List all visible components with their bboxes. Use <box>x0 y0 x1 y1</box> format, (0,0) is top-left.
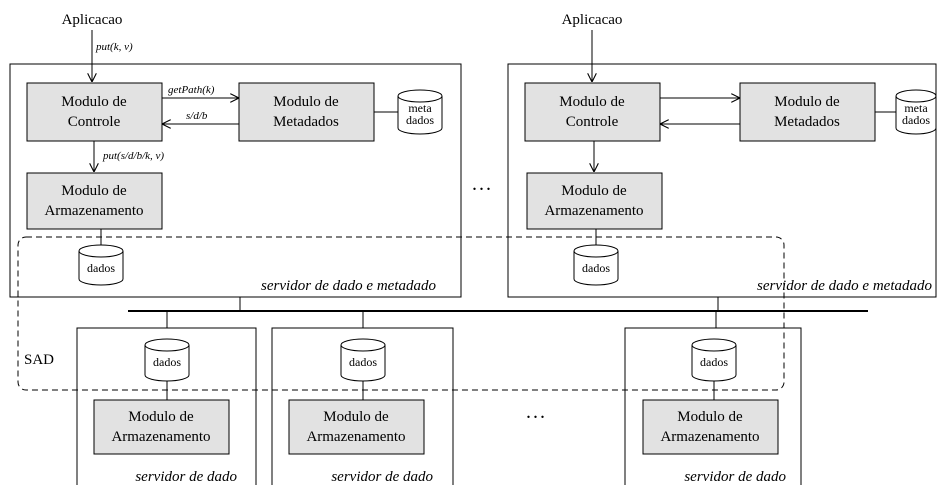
control-module <box>26 82 163 142</box>
metadata-module <box>238 82 375 142</box>
control-module-line1: Modulo de <box>61 94 127 110</box>
storage-module <box>26 172 163 230</box>
getpath-label: getPath(k) <box>168 84 215 96</box>
metadata-module <box>739 82 876 142</box>
storage-module <box>526 172 663 230</box>
server-label: servidor de dado <box>684 469 786 485</box>
metadata-module-line1: Modulo de <box>774 94 840 110</box>
data-database: dados <box>691 338 737 382</box>
data-database: dados <box>573 244 619 286</box>
server-label: servidor de dado e metadado <box>261 278 436 294</box>
data-db-label: dados <box>582 261 610 275</box>
storage-module-line1: Modulo de <box>61 183 127 199</box>
server-frame <box>9 63 462 298</box>
storage-module-line1: Modulo de <box>677 409 743 425</box>
control-module-line2: Controle <box>68 114 121 130</box>
control-module-line2: Controle <box>566 114 619 130</box>
control-module <box>524 82 661 142</box>
server-frame <box>76 327 257 485</box>
storage-module-line2: Armazenamento <box>111 429 210 445</box>
storage-module-line1: Modulo de <box>128 409 194 425</box>
reply-label: s/d/b <box>186 110 208 122</box>
sad-label: SAD <box>24 352 54 368</box>
storage-module-line2: Armazenamento <box>306 429 405 445</box>
data-server-2: dados Modulo de Armazenamento servidor d… <box>271 327 454 485</box>
meta-db-line2: dados <box>902 113 930 127</box>
data-db-label: dados <box>700 355 728 369</box>
meta-database: meta dados <box>895 89 937 135</box>
app-label: Aplicacao <box>62 12 123 28</box>
server-frame <box>624 327 802 485</box>
data-server-1: dados Modulo de Armazenamento servidor d… <box>76 327 257 485</box>
storage-module <box>288 399 425 455</box>
storage-module-line1: Modulo de <box>323 409 389 425</box>
sad-region <box>17 236 785 391</box>
control-module-line1: Modulo de <box>559 94 625 110</box>
data-server-3: dados Modulo de Armazenamento servidor d… <box>624 327 802 485</box>
server-label: servidor de dado <box>331 469 433 485</box>
server-label: servidor de dado e metadado <box>757 278 932 294</box>
server-frame <box>271 327 454 485</box>
right-metadata-server: Aplicacao Modulo de Controle Modulo de M… <box>507 12 937 298</box>
data-db-label: dados <box>87 261 115 275</box>
data-database: dados <box>340 338 386 382</box>
metadata-module-line2: Metadados <box>774 114 840 130</box>
metadata-module-line1: Modulo de <box>273 94 339 110</box>
storage-module-line1: Modulo de <box>561 183 627 199</box>
storage-module-line2: Armazenamento <box>544 203 643 219</box>
meta-db-line2: dados <box>406 113 434 127</box>
data-database: dados <box>78 244 124 286</box>
data-db-label: dados <box>153 355 181 369</box>
meta-database: meta dados <box>397 89 443 135</box>
server-frame <box>507 63 937 298</box>
storage-module <box>93 399 230 455</box>
put-path-label: put(s/d/b/k, v) <box>102 150 164 162</box>
app-label: Aplicacao <box>562 12 623 28</box>
left-metadata-server: Aplicacao put(k, v) Modulo de Controle M… <box>9 12 462 298</box>
ellipsis-servers-bottom: ... <box>526 401 547 423</box>
meta-db-line1: meta <box>408 101 432 115</box>
storage-module-line2: Armazenamento <box>44 203 143 219</box>
put-call-label: put(k, v) <box>95 41 133 53</box>
storage-module <box>642 399 779 455</box>
meta-db-line1: meta <box>904 101 928 115</box>
data-database: dados <box>144 338 190 382</box>
ellipsis-servers-top: ... <box>472 173 493 195</box>
data-db-label: dados <box>349 355 377 369</box>
server-label: servidor de dado <box>135 469 237 485</box>
storage-module-line2: Armazenamento <box>660 429 759 445</box>
metadata-module-line2: Metadados <box>273 114 339 130</box>
